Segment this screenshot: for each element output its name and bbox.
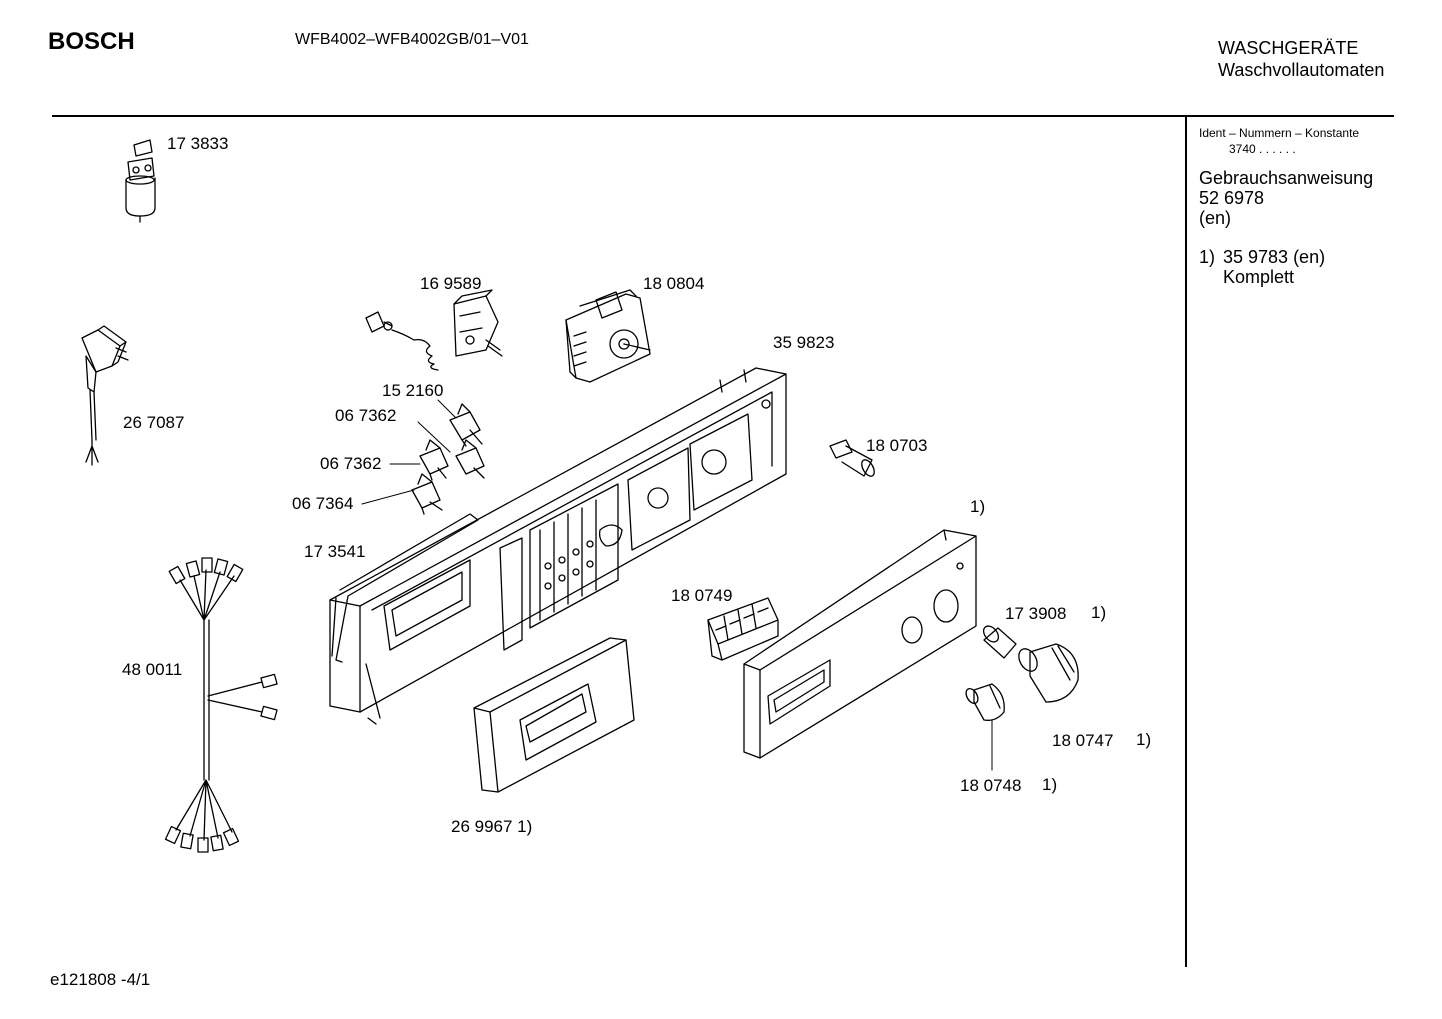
note-text: Komplett — [1223, 267, 1295, 287]
part-label-mains-plug: 26 7087 — [123, 413, 185, 432]
part-label-wiring-harness: 48 0011 — [122, 660, 183, 679]
part-label-small-knob: 18 0748 — [960, 776, 1022, 795]
light-guide-drawing — [331, 513, 479, 663]
part-label-switch-067362-a: 06 7362 — [335, 406, 397, 425]
mains-plug-drawing — [81, 325, 129, 466]
control-frame-drawing — [329, 367, 787, 725]
part-label-control-frame: 35 9823 — [773, 333, 835, 352]
program-knob-drawing — [1018, 643, 1079, 703]
manual-language: (en) — [1199, 208, 1232, 228]
drawer-handle-drawing — [473, 637, 635, 793]
part-label-small-knob-note: 1) — [1042, 775, 1058, 794]
note-ref: 1) — [1199, 247, 1216, 267]
document-code: e121808 -4/1 — [50, 970, 151, 989]
part-label-drawer-handle: 26 9967 1) — [451, 817, 533, 836]
part-label-light-guide: 17 3541 — [304, 542, 366, 561]
header-divider — [52, 115, 1394, 117]
part-label-front-panel-note: 1) — [970, 497, 986, 516]
part-label-button-block: 18 0749 — [671, 586, 733, 605]
part-label-knob-shaft: 17 3908 — [1005, 604, 1067, 623]
switch-drawings — [411, 403, 485, 515]
timer-drawing — [565, 289, 651, 383]
wiring-harness-drawing — [164, 557, 278, 853]
part-label-timer: 18 0804 — [643, 274, 705, 293]
knob-shaft-drawing — [982, 625, 1017, 659]
thermostat-drawing — [365, 289, 503, 371]
manual-label: Gebrauchsanweisung — [1199, 168, 1374, 188]
ident-title: Ident – Nummern – Konstante — [1199, 126, 1360, 140]
part-label-switch-067362-b: 06 7362 — [320, 454, 382, 473]
category-title: WASCHGERÄTE — [1218, 38, 1359, 58]
model-number: WFB4002–WFB4002GB/01–V01 — [295, 31, 529, 48]
part-label-indicator-lamp: 18 0703 — [866, 436, 928, 455]
indicator-lamp-drawing — [829, 439, 875, 477]
category-subtitle: Waschvollautomaten — [1218, 60, 1385, 80]
ident-value: 3740 . . . . . . — [1229, 142, 1296, 156]
small-knob-drawing — [965, 683, 1005, 721]
manual-number: 52 6978 — [1199, 188, 1265, 208]
front-panel-drawing — [743, 529, 977, 759]
part-label-program-knob: 18 0747 — [1052, 731, 1114, 750]
part-label-thermostat: 16 9589 — [420, 274, 482, 293]
part-label-switch-067364: 06 7364 — [292, 494, 354, 513]
exploded-parts-diagram — [81, 139, 1079, 853]
part-label-switch-152160: 15 2160 — [382, 381, 444, 400]
sidebar-divider — [1185, 117, 1187, 967]
note-value: 35 9783 (en) — [1223, 247, 1326, 267]
part-label-capacitor: 17 3833 — [167, 134, 229, 153]
leader-lines — [361, 399, 993, 771]
brand-logo: BOSCH — [48, 28, 135, 55]
part-label-knob-shaft-note: 1) — [1091, 603, 1107, 622]
part-label-program-knob-note: 1) — [1136, 730, 1152, 749]
capacitor-drawing — [125, 139, 156, 223]
button-block-drawing — [707, 597, 779, 661]
